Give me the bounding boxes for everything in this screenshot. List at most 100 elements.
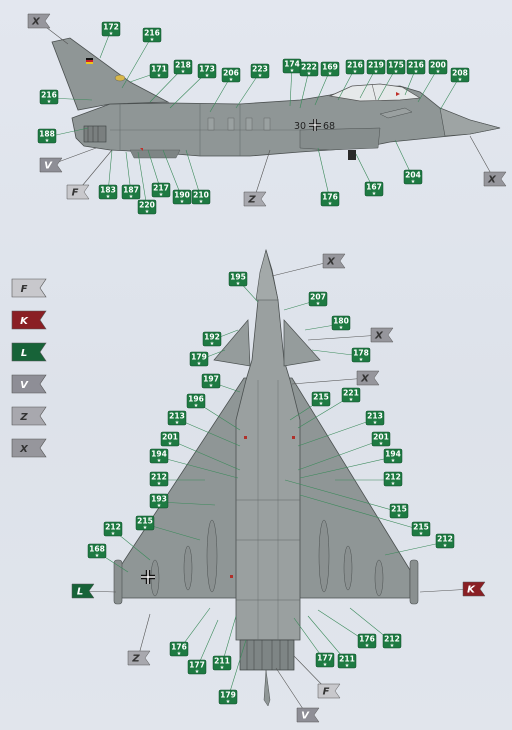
top-fuselage [235,249,301,641]
pennant-shape [356,370,380,386]
decal-tag-box [149,63,169,79]
decal-tag-173: 173★ [197,63,217,79]
leader-line [291,377,368,385]
decal-tag-194: 194★ [383,448,403,464]
decal-tag-212: 212★ [382,633,402,649]
star-icon: ★ [319,401,324,407]
decal-tag-box [435,533,455,549]
star-icon: ★ [150,37,155,43]
flag-letter: F [72,188,79,199]
flag-letter: X [360,374,370,385]
decal-tag-213: 213★ [167,410,187,426]
legend-letter: F [21,284,28,295]
decal-tag-box [331,315,351,331]
decal-number: 193 [151,495,167,504]
decal-tag-box [142,27,162,43]
decal-tag-box [160,431,180,447]
star-icon: ★ [157,503,162,509]
star-icon: ★ [372,191,377,197]
decal-tag-194: 194★ [149,448,169,464]
decal-number: 215 [137,517,153,526]
decal-tag-192: 192★ [202,331,222,347]
decal-number: 207 [310,293,326,302]
decal-number: 216 [408,61,424,70]
star-icon: ★ [109,31,114,37]
star-icon: ★ [145,209,150,215]
decal-number: 169 [322,63,338,72]
decal-tag-206: 206★ [221,67,241,83]
decal-tag-223: 223★ [250,63,270,79]
legend-letter: Z [19,412,28,423]
decal-number: 216 [144,29,160,38]
decal-tag-box [137,199,157,215]
star-icon: ★ [168,441,173,447]
star-icon: ★ [391,481,396,487]
decal-tag-208: 208★ [450,67,470,83]
decal-tag-box [299,61,319,77]
decal-tag-183: 183★ [98,184,118,200]
decal-tag-box [383,471,403,487]
marker-flag-f: F [66,184,90,200]
pennant-shape [11,406,47,426]
star-icon: ★ [181,69,186,75]
side-nose-cone [439,107,501,137]
leader-line [284,479,400,513]
decal-tag-212: 212★ [149,471,169,487]
marker-flag-x: X [322,253,346,269]
marker-flag-x: X [370,327,394,343]
star-icon: ★ [220,665,225,671]
decal-tag-box [135,515,155,531]
legend-letter: K [20,316,29,327]
decal-number: 179 [220,691,236,700]
decal-tag-box [315,652,335,668]
star-icon: ★ [258,73,263,79]
decal-number: 223 [252,65,268,74]
decal-tag-box [218,689,238,705]
star-icon: ★ [374,69,379,75]
decal-tag-188: 188★ [37,128,57,144]
decal-tag-204: 204★ [403,169,423,185]
side-vertical-tail [51,37,170,111]
marker-flag-x: X [27,13,51,29]
leader-line [299,456,394,479]
decal-tag-box [189,351,209,367]
decal-tag-218: 218★ [173,59,193,75]
star-icon: ★ [129,194,134,200]
marker-flag-k: K [462,581,486,597]
leader-line [297,418,376,447]
star-icon: ★ [177,651,182,657]
side-canopy [328,83,422,102]
star-icon: ★ [45,138,50,144]
top-nose-cone [255,248,279,301]
side-tail-flag [86,58,93,60]
flag-letter: X [326,257,336,268]
decal-tag-box [197,63,217,79]
decal-tag-box [337,653,357,669]
flag-letter: K [467,585,476,596]
decal-number: 194 [151,450,167,459]
decal-number: 173 [199,65,215,74]
decal-number: 194 [385,450,401,459]
decal-tag-215: 215★ [135,515,155,531]
decal-tag-box [382,633,402,649]
decal-tag-box [403,169,423,185]
decal-tag-176: 176★ [357,633,377,649]
star-icon: ★ [390,643,395,649]
leader-line [317,147,331,201]
decal-tag-box [450,67,470,83]
decal-tag-176: 176★ [169,641,189,657]
decal-tag-171: 171★ [149,63,169,79]
decal-number: 215 [413,523,429,532]
pennant-shape [370,327,394,343]
leader-line [176,418,241,447]
decal-number: 176 [359,635,375,644]
pennant-shape [483,171,507,187]
star-icon: ★ [197,361,202,367]
decal-number: 200 [430,61,446,70]
decal-tag-179: 179★ [218,689,238,705]
top-canard-right [283,319,321,367]
decal-number: 174 [284,60,300,69]
decal-number: 195 [230,273,246,282]
decal-number: 210 [193,191,209,200]
side-serial-right: 68 [323,121,335,132]
